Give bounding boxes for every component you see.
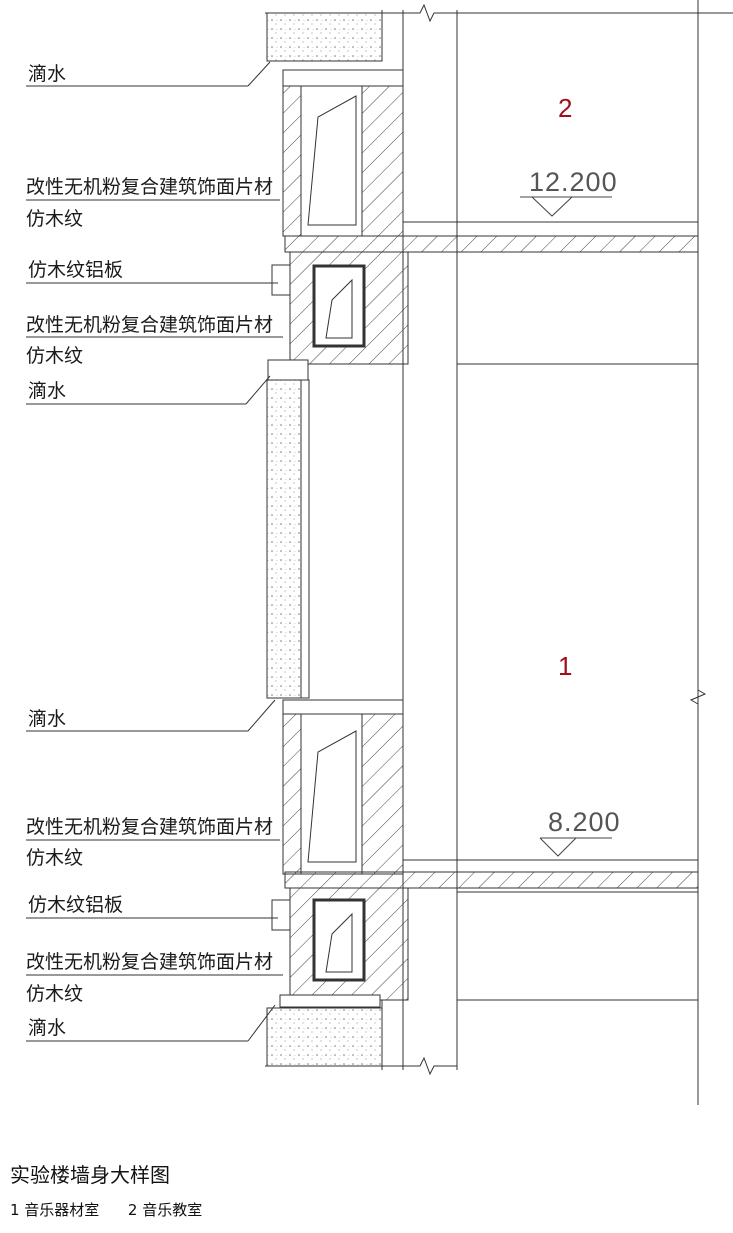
room-number-lower: 1 xyxy=(558,651,572,681)
legend-item-2: 2 音乐教室 xyxy=(127,1201,203,1219)
level-lower: 8.200 xyxy=(548,807,621,837)
drip-label-2: 滴水 xyxy=(28,380,66,402)
alu-label-1: 仿木纹铝板 xyxy=(28,259,123,281)
panel-label-3: 改性无机粉复合建筑饰面片材 xyxy=(26,816,273,838)
drip-label-3: 滴水 xyxy=(28,708,66,730)
panel-sub-2: 仿木纹 xyxy=(26,345,83,367)
figure-title: 实验楼墙身大样图 xyxy=(10,1163,170,1187)
level-upper: 12.200 xyxy=(529,167,618,197)
drip-label-1: 滴水 xyxy=(28,63,66,85)
alu-label-2: 仿木纹铝板 xyxy=(28,894,123,916)
panel-sub-1: 仿木纹 xyxy=(26,208,83,230)
panel-label-4: 改性无机粉复合建筑饰面片材 xyxy=(26,951,273,973)
panel-sub-3: 仿木纹 xyxy=(26,847,83,869)
room-number-upper: 2 xyxy=(558,93,572,123)
panel-label-2: 改性无机粉复合建筑饰面片材 xyxy=(26,314,273,336)
panel-label-1: 改性无机粉复合建筑饰面片材 xyxy=(26,176,273,198)
legend-item-1: 1 音乐器材室 xyxy=(10,1201,100,1219)
panel-sub-4: 仿木纹 xyxy=(26,983,83,1005)
drip-label-4: 滴水 xyxy=(28,1017,66,1039)
figure-caption: 实验楼墙身大样图 1 音乐器材室 2 音乐教室 xyxy=(10,1162,710,1222)
room-legend: 1 音乐器材室 2 音乐教室 xyxy=(10,1198,710,1222)
wall-section-drawing: 滴水 改性无机粉复合建筑饰面片材 仿木纹 仿木纹铝板 改性无机粉复合建筑饰面片材… xyxy=(26,0,733,1105)
